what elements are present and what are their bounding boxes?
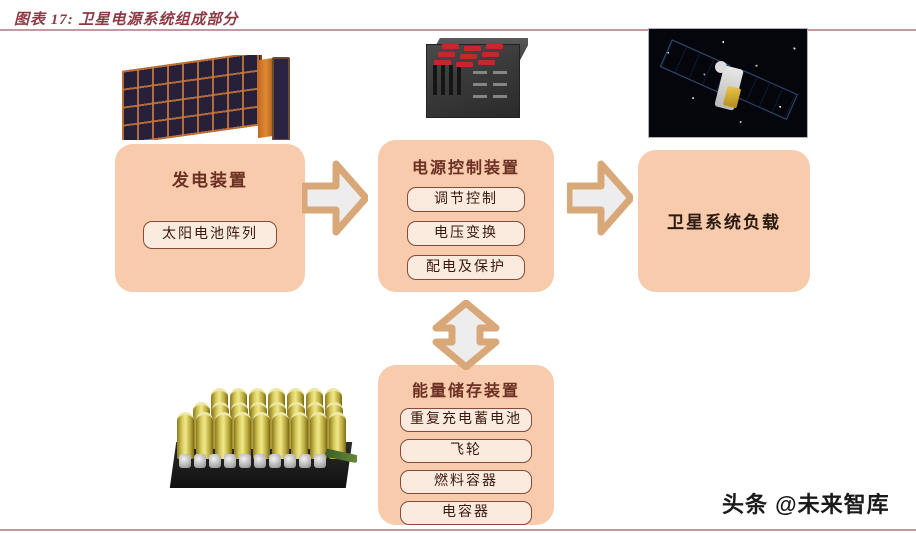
unit-label	[493, 71, 507, 74]
solar-array-image	[118, 55, 290, 140]
solar-grid-lines	[122, 55, 262, 140]
node-generation-title: 发电装置	[172, 171, 248, 190]
node-generation-item-0[interactable]: 太阳电池阵列	[143, 221, 277, 249]
vent-slot	[441, 65, 445, 95]
red-connector	[478, 60, 495, 65]
arrow-right-icon	[565, 160, 635, 241]
red-connector	[460, 54, 477, 59]
arrow-up-down-icon	[430, 299, 502, 375]
node-load[interactable]: 卫星系统负载	[638, 150, 810, 292]
node-storage-title: 能量储存装置	[411, 383, 520, 400]
node-storage-item-3[interactable]: 电容器	[400, 501, 532, 525]
solar-array-photo	[118, 55, 290, 140]
red-connector	[456, 62, 473, 67]
red-connector	[442, 44, 459, 49]
vent-slot	[449, 65, 453, 95]
node-control[interactable]: 电源控制装置 调节控制 电压变换 配电及保护	[378, 140, 554, 292]
satellite-antenna-dish	[715, 61, 727, 73]
red-connector	[434, 60, 451, 65]
unit-label	[493, 95, 507, 98]
node-generation[interactable]: 发电装置 太阳电池阵列	[115, 144, 305, 292]
battery-terminals	[179, 454, 326, 468]
unit-label	[473, 83, 487, 86]
node-control-item-0[interactable]: 调节控制	[407, 187, 525, 212]
battery-cell-row	[177, 412, 346, 459]
unit-label	[473, 71, 487, 74]
power-control-unit-photo	[418, 30, 528, 130]
unit-label	[473, 95, 487, 98]
node-control-item-1[interactable]: 电压变换	[407, 221, 525, 246]
bottom-divider	[0, 529, 916, 531]
red-connector	[486, 44, 503, 49]
node-control-item-2[interactable]: 配电及保护	[407, 255, 525, 280]
satellite-photo	[648, 28, 808, 138]
node-storage-item-2[interactable]: 燃料容器	[400, 470, 532, 494]
node-storage-item-1[interactable]: 飞轮	[400, 439, 532, 463]
node-storage-item-0[interactable]: 重复充电蓄电池	[400, 408, 532, 432]
vent-slot	[433, 65, 437, 95]
vent-slot	[457, 65, 461, 95]
node-storage[interactable]: 能量储存装置 重复充电蓄电池 飞轮 燃料容器 电容器	[378, 365, 554, 525]
red-connector	[464, 46, 481, 51]
watermark: 头条 @未来智库	[722, 492, 890, 517]
node-load-title: 卫星系统负载	[667, 213, 781, 232]
title-divider	[0, 29, 916, 31]
red-connector	[438, 52, 455, 57]
battery-pack-photo	[165, 380, 357, 498]
solar-panel-surface	[122, 55, 262, 140]
solar-panel-side	[272, 57, 290, 140]
red-connector	[482, 52, 499, 57]
page-title: 图表 17: 卫星电源系统组成部分	[14, 12, 239, 28]
node-control-title: 电源控制装置	[411, 160, 520, 177]
unit-label	[493, 83, 507, 86]
arrow-right-icon	[300, 160, 370, 241]
